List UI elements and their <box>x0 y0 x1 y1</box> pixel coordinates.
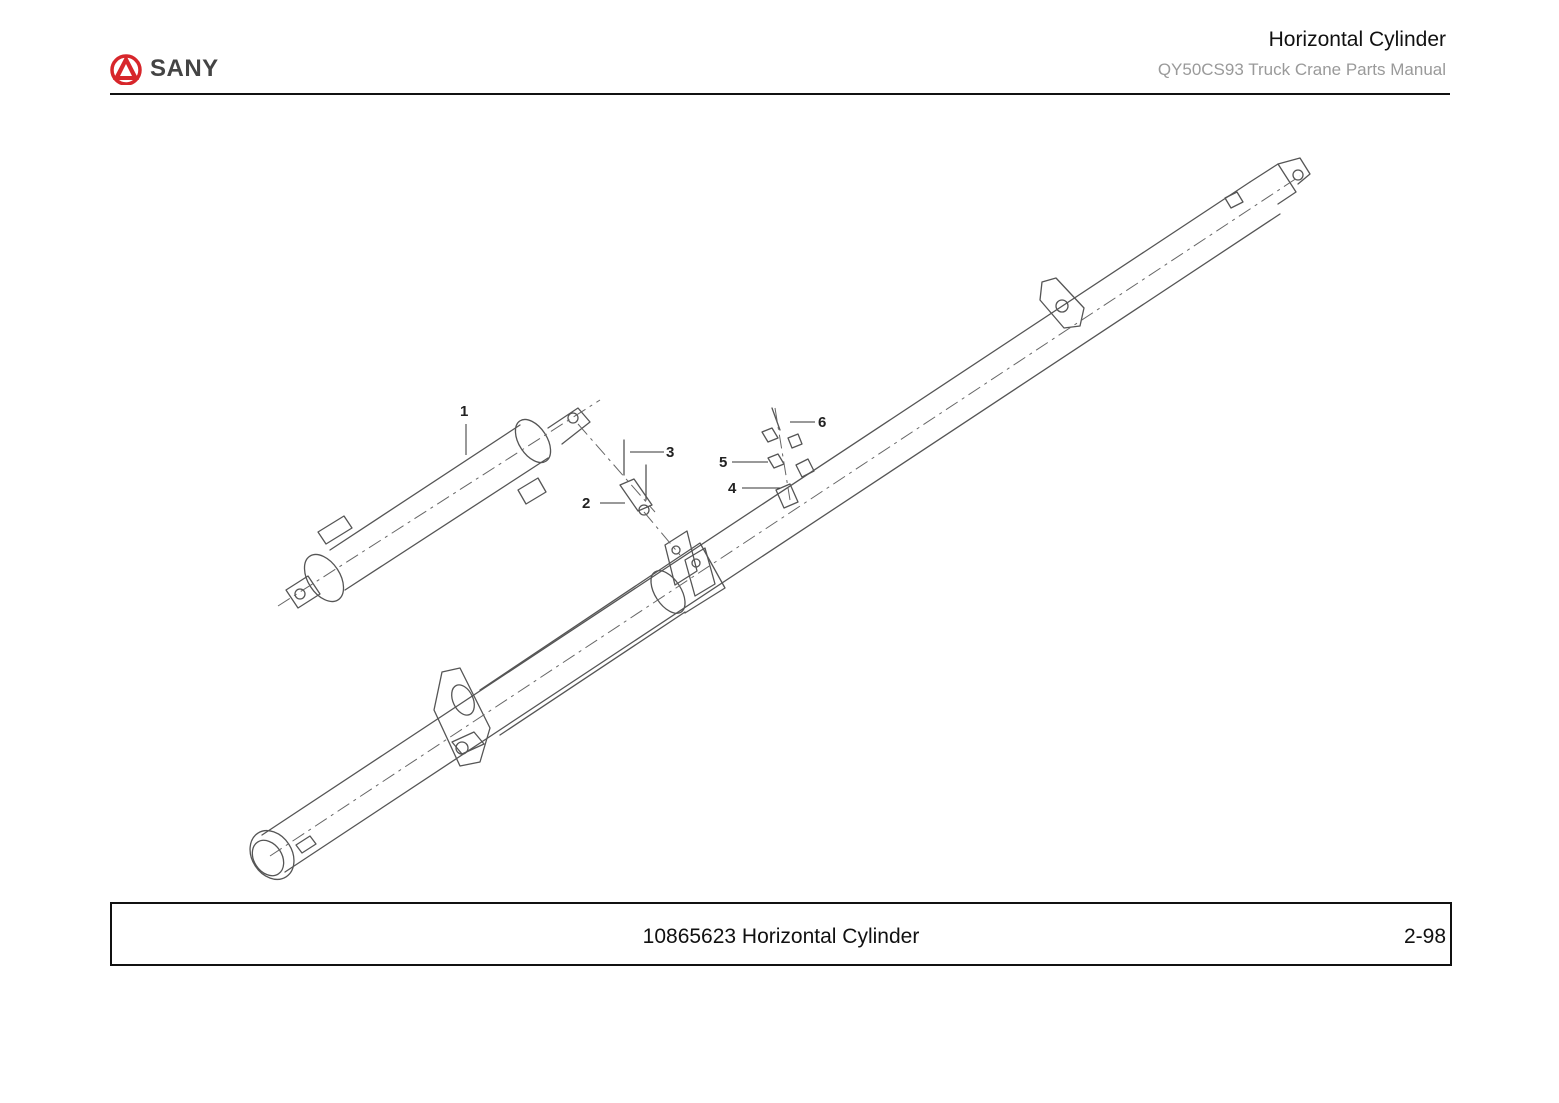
callout-3: 3 <box>666 444 674 461</box>
page-number: 2-98 <box>1403 925 1446 948</box>
header-divider <box>110 93 1450 95</box>
page-subtitle: QY50CS93 Truck Crane Parts Manual <box>1157 60 1446 79</box>
centerlines <box>269 175 1301 857</box>
pin-and-cotter-parts <box>619 439 653 516</box>
brand-name: SANY <box>150 55 219 82</box>
cylinder-sleeve <box>479 542 726 736</box>
callout-4: 4 <box>728 480 737 497</box>
clevis-bracket <box>664 530 716 597</box>
callout-6: 6 <box>818 414 826 431</box>
sany-logo-icon <box>110 54 142 85</box>
rear-flange <box>1039 277 1085 329</box>
front-flange <box>433 667 491 767</box>
callout-2: 2 <box>582 495 590 512</box>
caption-box: 10865623 Horizontal Cylinder 2-98 <box>110 902 1452 966</box>
sany-logo: SANY <box>108 52 219 86</box>
figure-caption: 10865623 Horizontal Cylinder <box>642 925 920 948</box>
callout-1: 1 <box>460 403 468 420</box>
small-hardware-parts <box>761 407 815 509</box>
callout-leaders <box>465 421 815 504</box>
callout-5: 5 <box>719 454 727 471</box>
page-title: Horizontal Cylinder <box>1268 28 1446 51</box>
main-cylinder-barrel <box>249 157 1311 881</box>
small-cylinder <box>285 407 591 609</box>
